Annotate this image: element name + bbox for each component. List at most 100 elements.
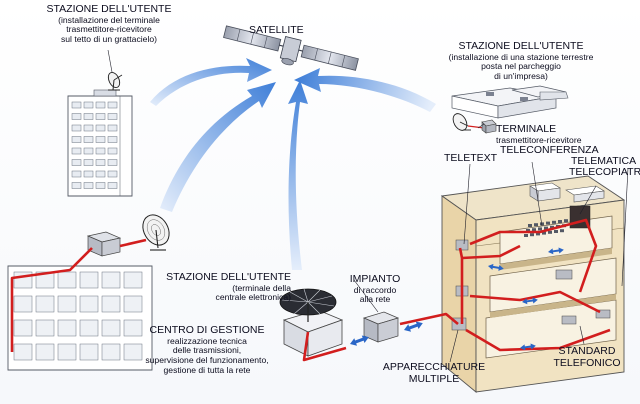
rooftop-antenna-icon <box>107 71 123 91</box>
central-station-title: STAZIONE DELL'UTENTE <box>166 271 291 283</box>
network-link-caption-1: di raccordo <box>353 284 397 295</box>
window <box>71 113 82 120</box>
network-cabling <box>10 218 611 362</box>
window <box>95 124 106 132</box>
window <box>95 136 106 143</box>
window <box>83 136 94 143</box>
parking-station-title: STAZIONE DELL'UTENTE <box>458 40 584 52</box>
conference-seat <box>554 230 558 233</box>
equipment-line-1: APPARECCHIATURE <box>382 361 486 373</box>
beam-central-to-satellite <box>288 80 308 270</box>
window <box>79 343 99 361</box>
parking-dish-icon <box>452 113 471 131</box>
window <box>107 159 118 166</box>
conference-seat <box>548 230 552 234</box>
window <box>79 319 99 337</box>
window <box>35 295 55 313</box>
conference-seat <box>524 234 528 237</box>
conference-seat <box>540 222 544 226</box>
satellite-icon <box>223 25 359 71</box>
window <box>83 159 94 166</box>
window <box>107 101 118 109</box>
parking-station-caption-2: posta nel parcheggio <box>481 61 561 72</box>
terminal-caption: trasmettitore-ricevitore <box>496 134 582 145</box>
standard-phone-label: STANDARD TELEFONICO <box>548 345 626 370</box>
window <box>83 101 94 109</box>
window <box>101 319 121 337</box>
conference-seat <box>530 233 534 237</box>
teletext-label: TELETEXT <box>444 152 498 164</box>
conference-seat <box>536 232 540 236</box>
management-center-caption-4: gestione di tutta la rete <box>163 364 251 375</box>
window <box>107 136 118 143</box>
window <box>95 101 106 109</box>
window <box>13 343 33 361</box>
window <box>35 271 55 289</box>
rooftop-station-label: STAZIONE DELL'UTENTE (installazione del … <box>34 3 184 45</box>
window <box>101 295 121 313</box>
window <box>83 147 94 155</box>
network-link-title: IMPIANTO <box>349 273 401 285</box>
window <box>123 343 143 361</box>
window <box>35 343 55 361</box>
data-flow-arrows <box>350 247 564 351</box>
beam-dish-to-satellite <box>160 82 276 212</box>
window <box>79 271 99 289</box>
teleconference-label: TELECONFERENZA <box>500 144 599 156</box>
window <box>57 271 77 289</box>
window <box>71 147 82 155</box>
rooftop-station-caption-3: sul tetto di un grattacielo) <box>60 34 158 44</box>
telematics-label: TELEMATICA <box>571 155 637 167</box>
relay-box-icon <box>86 231 122 257</box>
window <box>83 113 94 120</box>
management-center-caption-2: delle trasmissioni, <box>172 345 242 356</box>
conference-seat <box>546 221 550 225</box>
network-link-caption-2: alla rete <box>359 294 391 305</box>
equipment-line-2: MULTIPLE <box>408 372 460 385</box>
window <box>95 170 106 178</box>
rooftop-station-caption-1: (installazione del terminale <box>58 14 160 25</box>
skyscraper-illustration <box>67 89 133 197</box>
window <box>71 124 82 132</box>
network-link-box-icon <box>362 311 400 343</box>
terminal-label: TERMINALE trasmettitore-ricevitore <box>496 123 582 145</box>
window <box>13 295 33 313</box>
window <box>95 147 106 155</box>
management-center-title: CENTRO DI GESTIONE <box>149 324 265 336</box>
window <box>95 182 106 189</box>
window <box>123 319 143 337</box>
window <box>71 159 82 166</box>
window <box>101 271 121 289</box>
ground-dish-icon <box>142 214 170 251</box>
network-link-label: IMPIANTO di raccordo alla rete <box>338 273 412 305</box>
conference-seat <box>532 228 536 232</box>
standard-phone-line-1: STANDARD <box>558 345 616 357</box>
conference-seat <box>538 227 542 231</box>
rooftop-station-caption-2: trasmettitore-ricevitore <box>66 24 152 35</box>
parking-station-illustration <box>451 85 569 119</box>
window <box>71 136 82 143</box>
window <box>83 170 94 178</box>
management-center-caption-1: realizzazione tecnica <box>167 335 247 346</box>
window <box>83 182 94 189</box>
window <box>107 182 118 189</box>
central-station-caption-1: (terminale della <box>232 282 291 293</box>
conference-seat <box>542 231 546 235</box>
office-cutaway-building <box>440 175 626 393</box>
conference-seat <box>544 226 548 230</box>
rooftop-station-title: STAZIONE DELL'UTENTE <box>46 3 172 15</box>
window <box>83 124 94 132</box>
conference-seat <box>550 225 554 229</box>
window <box>107 124 118 132</box>
window <box>101 343 121 361</box>
conference-seat <box>528 224 532 227</box>
parking-station-caption-1: (installazione di una stazione terrestre <box>448 51 594 62</box>
window <box>79 295 99 313</box>
central-station-label: STAZIONE DELL'UTENTE (terminale della ce… <box>161 271 291 303</box>
conference-seat <box>558 220 562 223</box>
telefax-label: TELECOPIATRICE <box>569 166 640 178</box>
conference-seat <box>534 223 538 227</box>
conference-seat <box>560 229 564 233</box>
window <box>71 182 82 189</box>
